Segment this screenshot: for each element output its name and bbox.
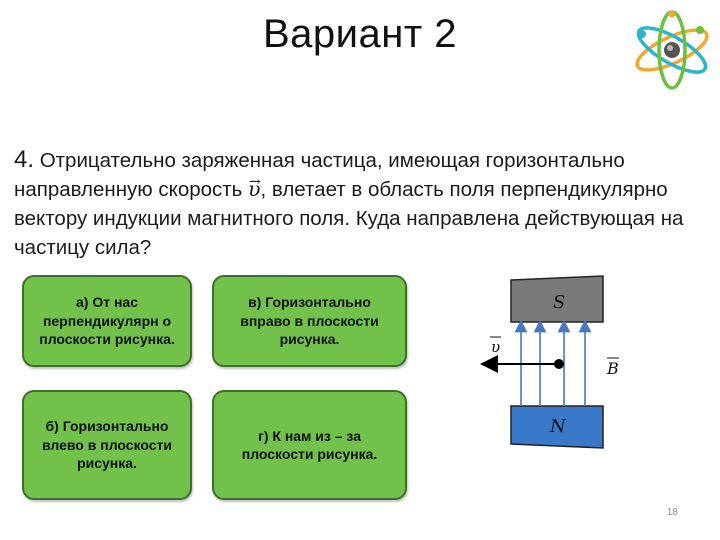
option-a-label: а) От нас перпендикулярн о плоскости рис…	[39, 294, 175, 348]
question-text: 4. Отрицательно заряженная частица, имею…	[14, 145, 704, 262]
charged-particle	[554, 359, 564, 369]
option-a-button[interactable]: а) От нас перпендикулярн о плоскости рис…	[22, 275, 192, 367]
page-number: 18	[666, 507, 678, 518]
pole-n-label: N	[549, 416, 567, 437]
pole-s-magnet	[510, 275, 604, 323]
question-text-after: , влетает в область поля перпендикулярно…	[14, 178, 684, 259]
velocity-symbol: →υ	[248, 174, 261, 201]
field-lines	[514, 319, 592, 406]
atom-icon	[635, 10, 709, 90]
field-label: B	[606, 359, 619, 378]
option-g-button[interactable]: г) К нам из – за плоскости рисунка.	[212, 390, 407, 500]
magnetic-field-diagram: S N υ B	[480, 275, 619, 449]
question-text-before: Отрицательно заряженная частица, имеющая…	[14, 149, 625, 201]
pole-n-magnet	[510, 405, 604, 449]
option-b-button[interactable]: б) Горизонтально влево в плоскости рисун…	[22, 390, 192, 500]
pole-s-label: S	[553, 292, 565, 313]
option-b-label: б) Горизонтально влево в плоскости рисун…	[41, 418, 173, 472]
option-g-label: г) К нам из – за плоскости рисунка.	[241, 427, 378, 463]
velocity-label: υ	[491, 338, 500, 356]
option-v-button[interactable]: в) Горизонтально вправо в плоскости рису…	[212, 275, 407, 367]
question-number: 4.	[14, 146, 35, 173]
slide-title: Вариант 2	[262, 12, 458, 56]
option-v-label: в) Горизонтально вправо в плоскости рису…	[240, 294, 379, 348]
